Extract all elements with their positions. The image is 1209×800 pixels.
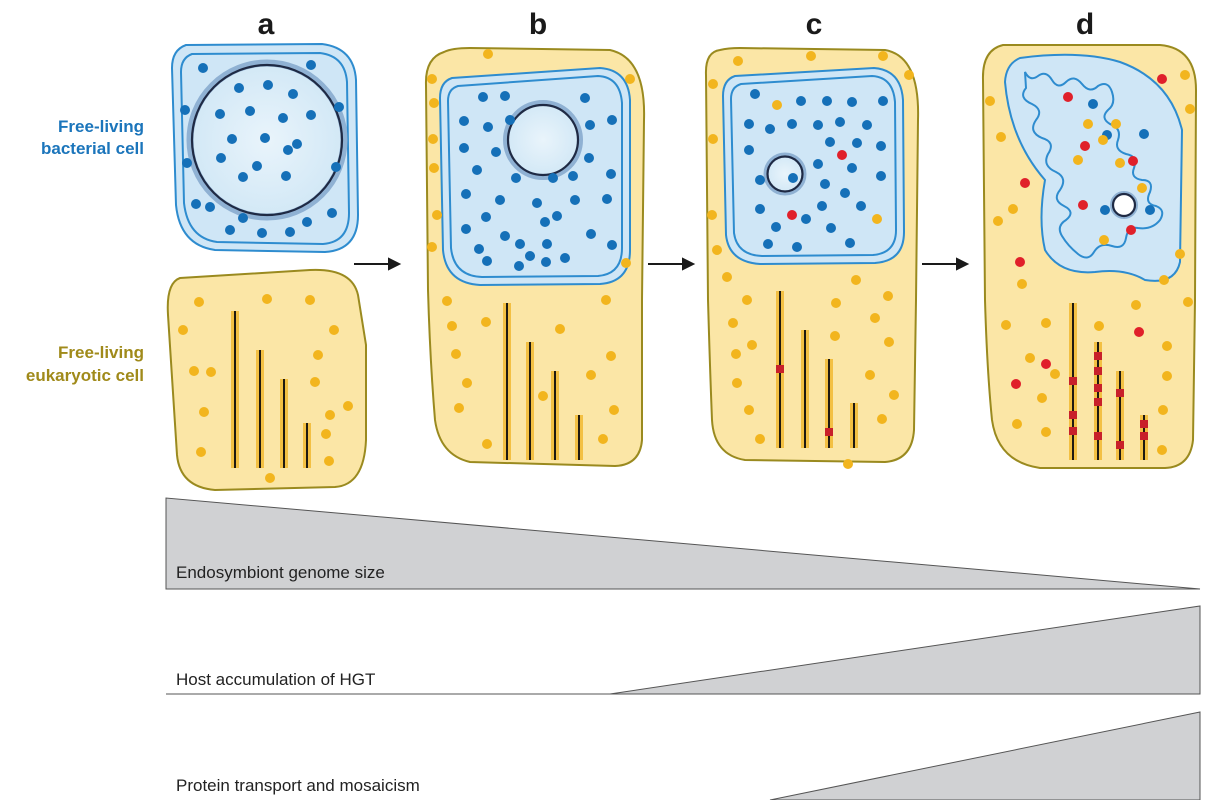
bacterial-label-line1: Free-living <box>58 117 144 136</box>
eukaryotic-label-line1: Free-living <box>58 343 144 362</box>
eukaryotic-label-line2: eukaryotic cell <box>26 366 144 385</box>
host-cell-a <box>168 270 366 490</box>
endosymbiont-c <box>723 68 904 264</box>
arrow-a-to-b <box>354 259 399 269</box>
panel-c <box>706 48 918 469</box>
wedge-label-genome-size: Endosymbiont genome size <box>176 563 385 582</box>
panel-b <box>426 48 644 466</box>
panel-letter-b: b <box>529 8 547 41</box>
panel-letter-a: a <box>258 8 275 41</box>
endosymbiont-b <box>440 68 630 285</box>
wedge-label-transport: Protein transport and mosaicism <box>176 776 420 795</box>
arrow-c-to-d <box>922 259 967 269</box>
bacterial-label-line2: bacterial cell <box>41 139 144 158</box>
panel-letter-d: d <box>1076 8 1094 41</box>
panel-letter-c: c <box>806 8 823 41</box>
bacterial-cell-a <box>172 44 358 252</box>
panel-d <box>983 45 1196 468</box>
wedge-hgt: Host accumulation of HGT <box>166 606 1200 694</box>
panel-a <box>168 44 366 490</box>
wedge-genome-size: Endosymbiont genome size <box>166 498 1200 589</box>
wedge-transport: Protein transport and mosaicism <box>176 712 1200 800</box>
wedge-label-hgt: Host accumulation of HGT <box>176 670 375 689</box>
arrow-b-to-c <box>648 259 693 269</box>
